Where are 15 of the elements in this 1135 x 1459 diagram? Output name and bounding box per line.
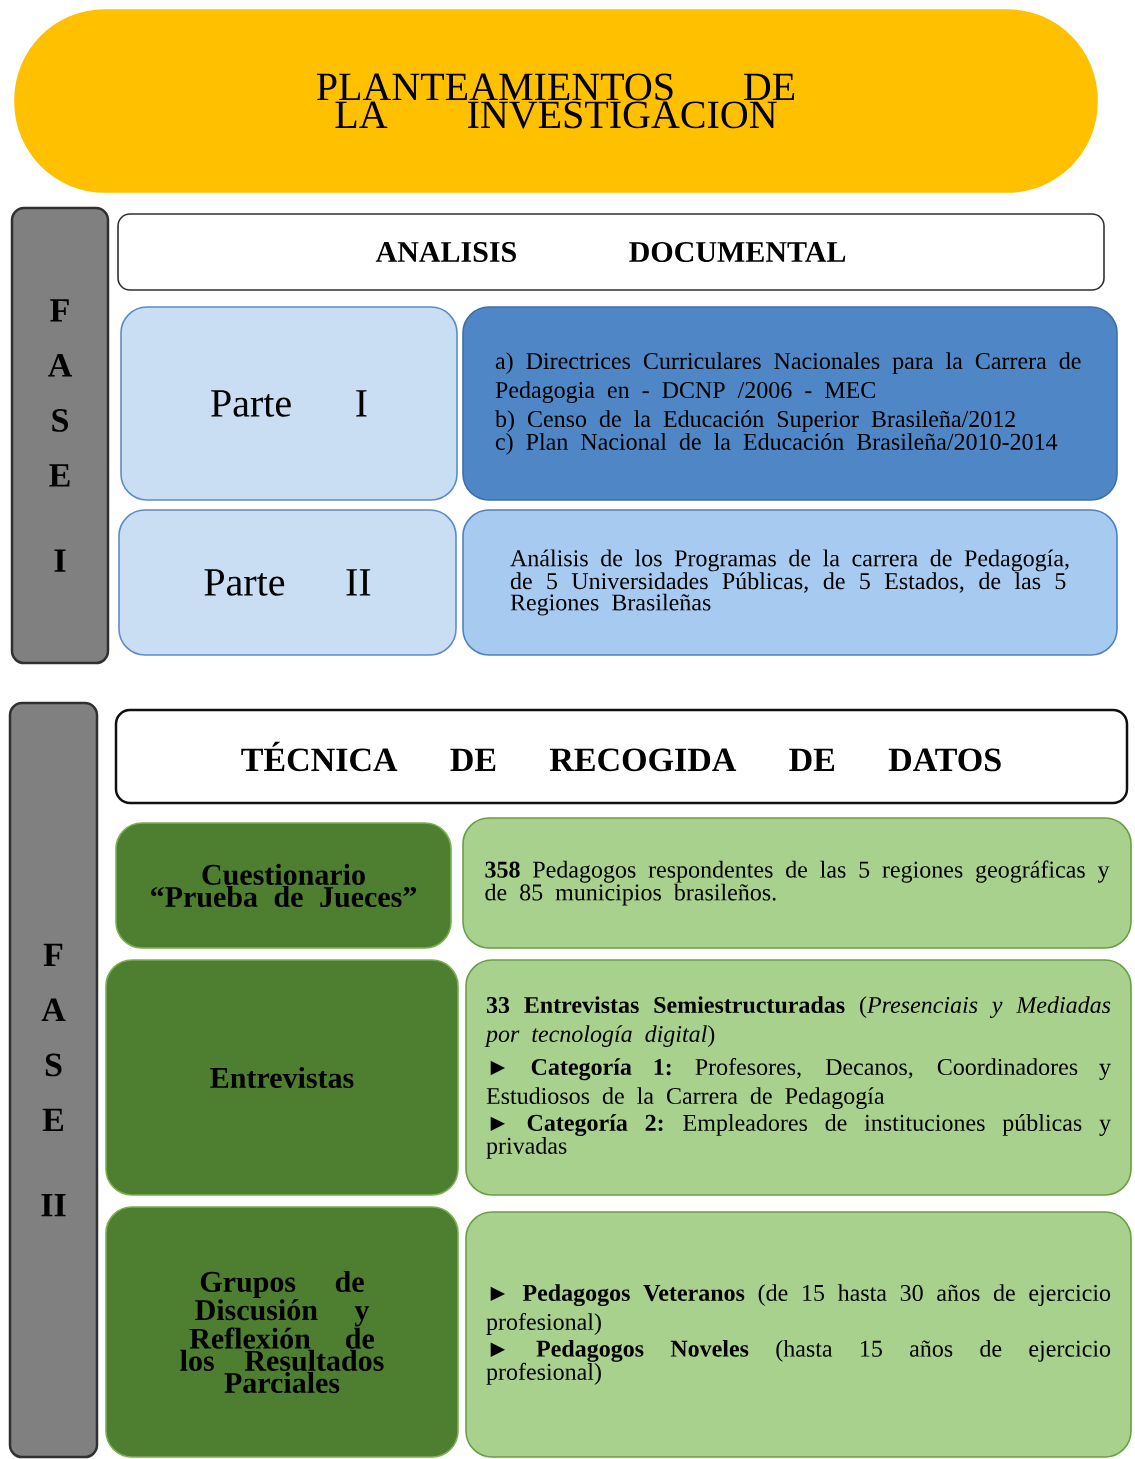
description-box: 358 Pedagogos respondentes de las 5 regiones geográficas y de 85 municipios brasileños. [462, 817, 1132, 949]
description-box: 33 Entrevistas Semiestructuradas (Presenciais y Mediadas por tecnología digital) ► Categoría 1: Profesores, Decanos, Coordinadores y Estudiosos de la Carrera de Pedagogía ► Categoría 2: Empleadores de instituciones públicas y privadas [465, 959, 1132, 1196]
section-header: TÉCNICA DE RECOGIDA DE DATOS [114, 708, 1129, 805]
method-box: Cuestionario “Prueba de Jueces” [115, 822, 452, 949]
description-box: Análisis de los Programas de la carrera de Pedagogía, de 5 Universidades Públicas, de 5 Estados, de las 5 Regiones Brasileñas [462, 509, 1118, 656]
part-box: Parte II [118, 509, 457, 656]
description-box: a) Directrices Curriculares Nacionales para la Carrera de Pedagogia en - DCNP /2006 - MEC b) Censo de la Educación Superior Brasileña/2012 c) Plan Nacional de la Educación Brasileña/2010-2014 [462, 306, 1118, 501]
description-box: ► Pedagogos Veteranos (de 15 hasta 30 años de ejercicio profesional) ► Pedagogos Noveles (hasta 15 años de ejercicio profesional) [465, 1211, 1132, 1458]
phase-bar: F A S E II [8, 701, 99, 1459]
part-box: Parte I [120, 306, 458, 501]
method-box: Entrevistas [105, 959, 459, 1196]
phase-bar: F A S E I [10, 206, 110, 665]
method-box: Grupos de Discusión y Reflexión de los Resultados Parciales [105, 1206, 459, 1458]
section-header: ANALISIS DOCUMENTAL [117, 213, 1105, 291]
title-banner: PLANTEAMIENTOS DE LA INVESTIGACION [14, 9, 1098, 193]
